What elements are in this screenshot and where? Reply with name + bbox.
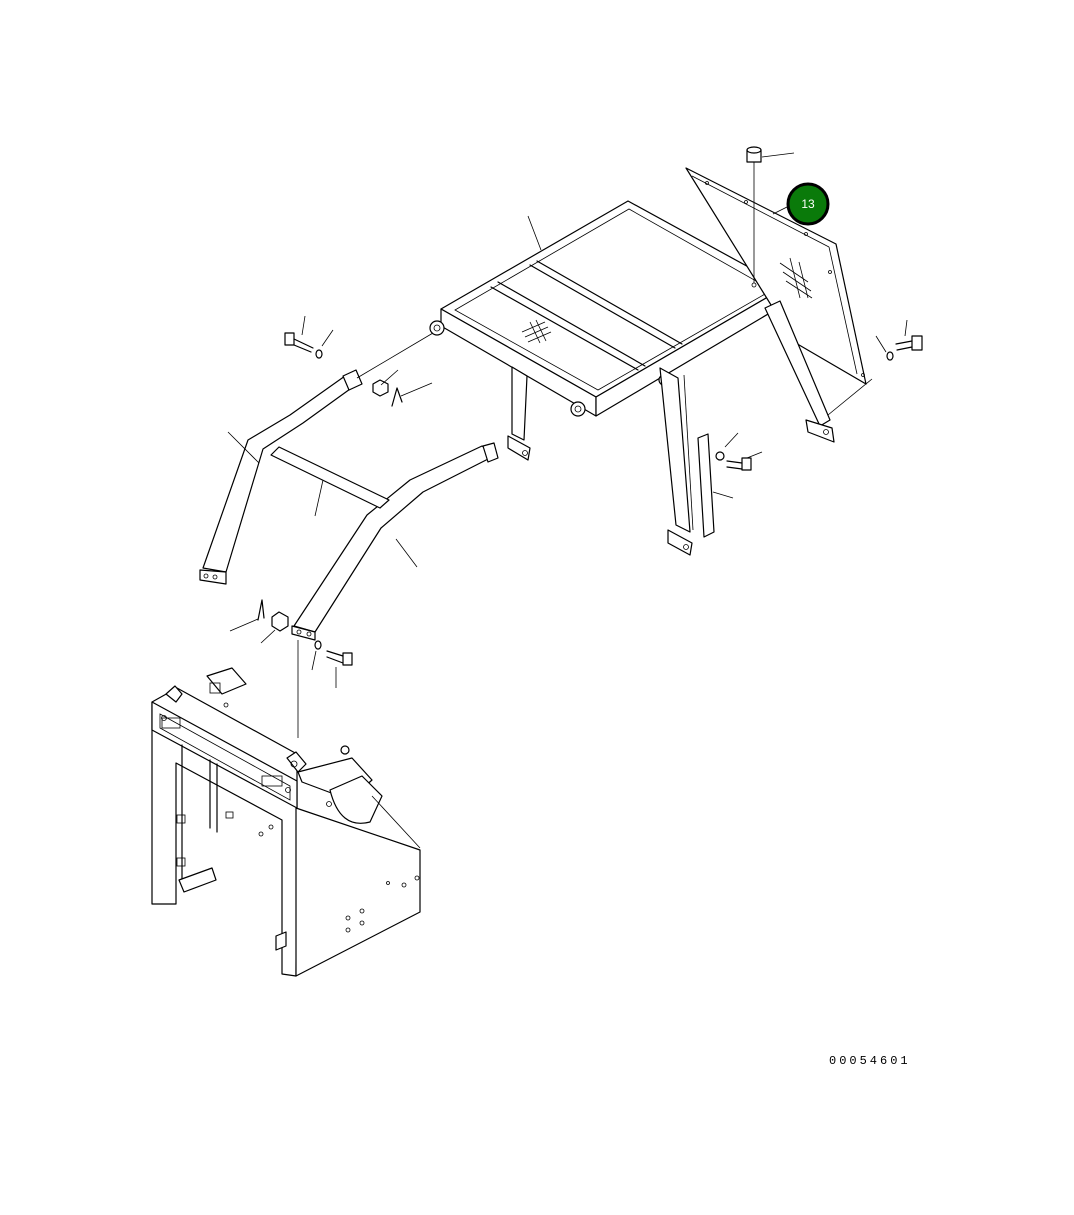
main-frame-body [151,667,421,977]
fasteners [229,315,923,738]
drawing-number: 00054601 [829,1054,911,1068]
callout-13[interactable]: 13 [786,182,830,226]
front-arch [199,332,499,641]
canopy-roof [429,200,786,417]
callout-13-label: 13 [801,197,815,211]
canopy-legs [507,300,873,556]
